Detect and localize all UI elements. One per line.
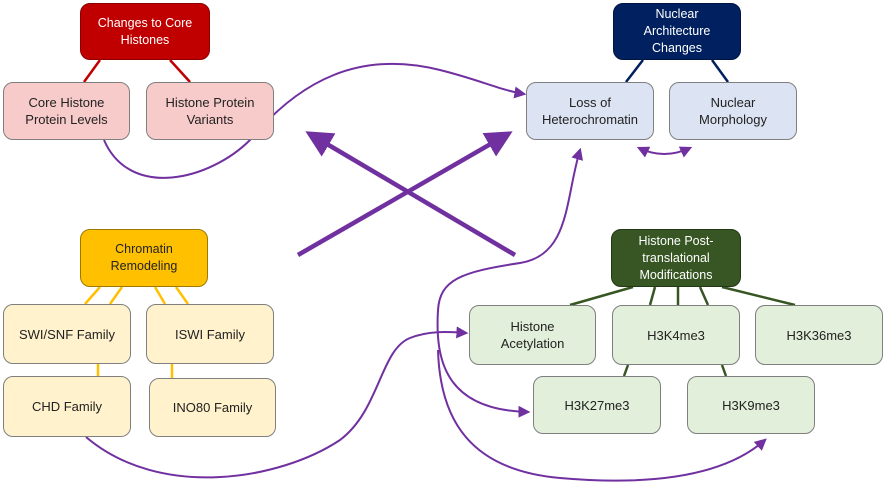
connector-remodeling-to-iswi-2 <box>174 286 190 305</box>
arrow-chd-to-acetylation <box>85 326 469 479</box>
node-chd: CHD Family <box>3 376 131 437</box>
cross-arrow-upleft <box>305 131 517 257</box>
connector-core-to-levels <box>82 59 102 83</box>
node-histone-variants: Histone Protein Variants <box>146 82 274 140</box>
node-h3k9me3: H3K9me3 <box>687 376 815 434</box>
connector-ptm-to-h3k4me3-3 <box>698 286 710 306</box>
connector-nuclear-to-morphology <box>710 59 730 83</box>
node-loss-heterochromatin: Loss of Heterochromatin <box>526 82 654 140</box>
node-h3k27me3: H3K27me3 <box>533 376 661 434</box>
cross-arrow-upright <box>296 131 513 257</box>
connector-remodeling-to-swisnf-2 <box>108 286 124 305</box>
node-nuclear-morphology: Nuclear Morphology <box>669 82 797 140</box>
header-chromatin-remodeling: Chromatin Remodeling <box>80 229 208 287</box>
connector-ptm-to-acetylation <box>569 285 634 307</box>
connector-ptm-to-h3k4me3 <box>648 286 657 306</box>
arrow-heterochromatin-to-h3k9me3 <box>437 349 767 482</box>
node-ino80: INO80 Family <box>149 378 276 437</box>
arrow-heterochromatin-morphology <box>636 146 693 158</box>
node-h3k4me3: H3K4me3 <box>612 305 740 365</box>
connector-remodeling-to-iswi <box>153 286 167 305</box>
connector-nuclear-to-heterochromatin <box>625 59 644 83</box>
connector-core-to-variants <box>169 59 191 83</box>
header-histone-ptm: Histone Post- translational Modification… <box>611 229 741 287</box>
connector-h3k4me3-to-h3k9me3 <box>720 364 728 377</box>
node-swi-snf: SWI/SNF Family <box>3 304 131 364</box>
node-h3k36me3: H3K36me3 <box>755 305 883 365</box>
connector-ptm-to-h3k36me3 <box>721 285 796 307</box>
connector-h3k4me3-to-h3k27me3 <box>622 364 630 377</box>
arrow-levels-to-heterochromatin <box>103 62 527 179</box>
arrow-h3k27me3-to-heterochromatin <box>436 147 583 418</box>
header-core-histones: Changes to Core Histones <box>80 3 210 60</box>
header-nuclear-architecture: Nuclear Architecture Changes <box>613 3 741 60</box>
node-iswi: ISWI Family <box>146 304 274 364</box>
node-histone-acetylation: Histone Acetylation <box>469 305 596 365</box>
node-core-histone-levels: Core Histone Protein Levels <box>3 82 130 140</box>
connector-remodeling-to-swisnf <box>84 286 101 305</box>
